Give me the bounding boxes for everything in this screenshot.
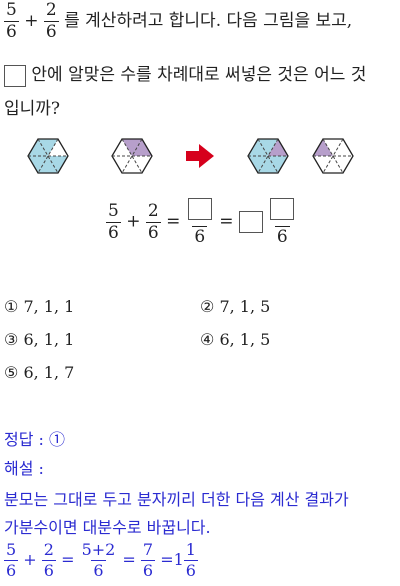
hexagon-purple-left — [111, 138, 153, 174]
question-text-2: 안에 알맞은 수를 차례대로 써넣은 것은 어느 것 — [31, 65, 367, 85]
question-text-3: 입니까? — [4, 99, 61, 119]
choice-4[interactable]: ④ 6, 1, 5 — [200, 330, 271, 349]
blank-box-icon — [187, 198, 212, 220]
eq-fraction-blank-mixed: 6 — [268, 198, 296, 246]
calc-whole-number: 1 — [173, 550, 184, 569]
calc-equals-2: = — [122, 550, 136, 569]
answer-line: 정답 : ① — [4, 430, 66, 449]
calc-equals-3: = — [160, 550, 174, 569]
hexagon-remainder — [312, 138, 354, 174]
arrow-right-icon — [186, 144, 214, 168]
fraction-two-sixths: 2 6 — [43, 0, 59, 42]
eq-plus: + — [126, 211, 141, 232]
explanation-label: 해설 : — [4, 459, 44, 478]
question-line-2: 안에 알맞은 수를 차례대로 써넣은 것은 어느 것 — [4, 60, 366, 87]
calc-equals-1: = — [61, 550, 75, 569]
eq-fraction-blank-numerator: 6 — [186, 198, 214, 246]
explanation-line-2: 가분수이면 대분수로 바꿉니다. — [4, 518, 211, 537]
calc-fraction-improper: 7 6 — [140, 540, 156, 580]
hexagon-blue-left — [27, 138, 69, 174]
choice-3[interactable]: ③ 6, 1, 1 — [4, 330, 75, 349]
fraction-five-sixths: 5 6 — [4, 0, 19, 42]
blank-box-icon — [4, 64, 26, 87]
question-line-3: 입니까? — [4, 94, 60, 119]
calc-fraction-a: 5 6 — [4, 540, 19, 580]
eq-equals-2: = — [219, 211, 234, 232]
eq-fraction-b: 2 6 — [145, 200, 161, 243]
answer-value: ① — [49, 430, 66, 449]
plus-sign: + — [24, 11, 39, 31]
explanation-calculation: 5 6 + 2 6 = 5+2 6 = 7 6 =1 1 6 — [4, 542, 198, 579]
calc-fraction-sum: 5+2 6 — [81, 540, 116, 580]
choice-2[interactable]: ② 7, 1, 5 — [200, 297, 271, 316]
explanation-line-1: 분모는 그대로 두고 분자끼리 더한 다음 계산 결과가 — [4, 490, 349, 509]
equation-with-blanks: 5 6 + 2 6 = 6 = 6 — [106, 198, 296, 246]
eq-fraction-a: 5 6 — [106, 200, 121, 243]
hexagon-combined — [247, 138, 289, 174]
blank-box-icon — [238, 211, 263, 233]
choice-5[interactable]: ⑤ 6, 1, 7 — [4, 363, 75, 382]
calc-fraction-b: 2 6 — [41, 540, 56, 580]
question-line-1: 5 6 + 2 6 를 계산하려고 합니다. 다음 그림을 보고, — [4, 2, 352, 41]
question-text-1: 를 계산하려고 합니다. 다음 그림을 보고, — [64, 11, 353, 31]
calc-fraction-mixed: 1 6 — [183, 540, 198, 580]
blank-box-icon — [270, 198, 295, 220]
calc-plus: + — [23, 550, 37, 569]
choice-1[interactable]: ① 7, 1, 1 — [4, 297, 75, 316]
hexagon-figure — [27, 138, 354, 174]
eq-equals-1: = — [166, 211, 181, 232]
